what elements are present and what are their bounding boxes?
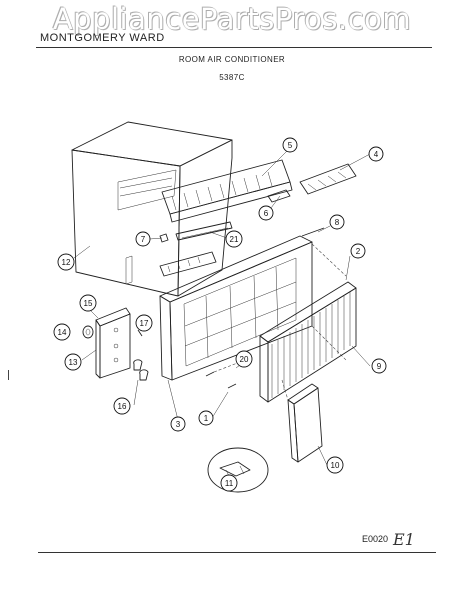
mounting-hardware: [159, 189, 291, 243]
callout-circle: [225, 230, 243, 248]
callout-circle: [326, 456, 344, 474]
callout-label: 16: [118, 402, 127, 411]
callout-17: 17: [135, 314, 153, 332]
callout-circle: [53, 323, 71, 341]
callout-15: 15: [79, 294, 97, 312]
callout-label: 17: [140, 319, 149, 328]
callout-circle: [350, 243, 366, 259]
leader-lines: [73, 149, 371, 466]
header-rule: [36, 47, 432, 48]
callout-circle: [258, 205, 274, 221]
callout-label: 21: [230, 235, 239, 244]
control-panel: [95, 307, 131, 379]
callout-21: 21: [225, 230, 243, 248]
callout-4: 4: [368, 146, 384, 162]
callout-circle: [329, 214, 345, 230]
callout-label: 3: [176, 420, 181, 429]
callout-circle: [282, 137, 298, 153]
callout-circle: [235, 350, 253, 368]
watermark: AppliancePartsPros.com: [52, 2, 412, 36]
callout-label: 12: [62, 258, 71, 267]
callout-label: 4: [374, 150, 379, 159]
callout-circle: [57, 253, 75, 271]
callout-label: 2: [356, 247, 361, 256]
margin-mark: [8, 370, 9, 380]
callout-circle: [135, 231, 151, 247]
callout-5: 5: [282, 137, 298, 153]
cabinet-shell: [71, 121, 233, 297]
callout-label: 11: [225, 479, 234, 488]
callout-7: 7: [135, 231, 151, 247]
callout-label: 1: [204, 414, 209, 423]
callout-label: 7: [141, 235, 146, 244]
callout-16: 16: [113, 397, 131, 415]
callout-8: 8: [329, 214, 345, 230]
brand-name: MONTGOMERY WARD: [40, 32, 165, 44]
callout-label: 5: [288, 141, 293, 150]
callout-6: 6: [258, 205, 274, 221]
blower-housing: [161, 159, 293, 223]
air-filter: [281, 379, 323, 463]
control-bar: [159, 251, 217, 277]
footer-rule: [38, 552, 436, 553]
callout-20: 20: [235, 350, 253, 368]
control-knobs: [82, 325, 149, 381]
callout-circle: [135, 314, 153, 332]
callout-circle: [170, 416, 186, 432]
handwritten-page-mark: E1: [393, 530, 415, 549]
fasteners: [205, 361, 241, 389]
callout-1: 1: [198, 410, 214, 426]
callout-13: 13: [64, 353, 82, 371]
callout-label: 15: [84, 299, 93, 308]
callout-label: 9: [377, 362, 382, 371]
diagram-title: ROOM AIR CONDITIONER: [178, 55, 286, 64]
diagram-code: E0020: [362, 534, 389, 544]
callout-12: 12: [57, 253, 75, 271]
callout-circle: [198, 410, 214, 426]
front-grille: [259, 243, 357, 403]
callout-circle: [64, 353, 82, 371]
callout-circle: [113, 397, 131, 415]
callout-label: 8: [335, 218, 340, 227]
callout-label: 6: [264, 209, 269, 218]
callout-11: 11: [220, 474, 238, 492]
callout-circle: [220, 474, 238, 492]
callout-label: 14: [58, 328, 67, 337]
callout-label: 13: [69, 358, 78, 367]
callout-label: 20: [240, 355, 249, 364]
callout-circle: [371, 358, 387, 374]
callout-circle: [368, 146, 384, 162]
detail-inset: [207, 447, 269, 493]
callout-9: 9: [371, 358, 387, 374]
callout-10: 10: [326, 456, 344, 474]
motor-fan-assembly: [299, 163, 357, 195]
callout-2: 2: [350, 243, 366, 259]
model-number: 5387C: [219, 73, 245, 82]
callout-circle: [79, 294, 97, 312]
callout-3: 3: [170, 416, 186, 432]
callout-label: 10: [331, 461, 340, 470]
callout-14: 14: [53, 323, 71, 341]
